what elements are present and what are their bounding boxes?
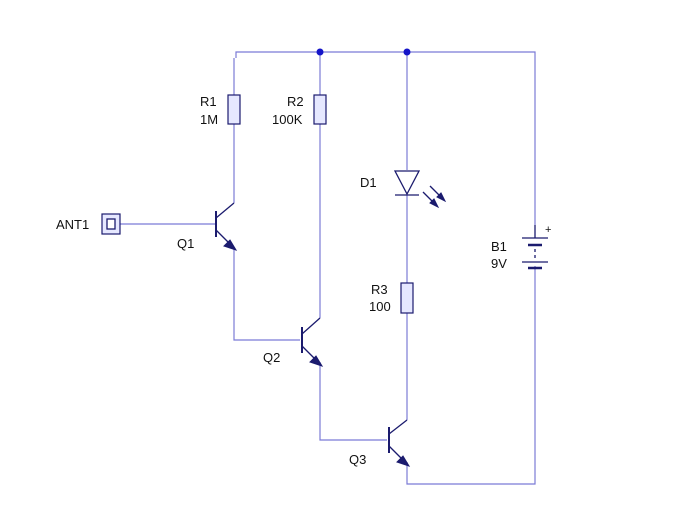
resistor-body [227, 94, 241, 125]
transistor-collector [388, 419, 408, 435]
wires [120, 51, 536, 485]
wire-top-rail [235, 51, 536, 225]
resistor-body [400, 282, 414, 314]
transistor-q3[interactable]: Q3 [349, 419, 411, 467]
emitter-arrow-icon [223, 239, 238, 251]
arrowhead-icon [429, 198, 440, 209]
d1-ref-label: D1 [360, 175, 377, 190]
transistor-collector [301, 317, 321, 335]
q2-ref-label: Q2 [263, 350, 280, 365]
emitter-arrow-icon [396, 455, 411, 467]
r3-ref-label: R3 [371, 282, 388, 297]
led-d1[interactable]: D1 [360, 170, 447, 209]
wire-q2-emitter-to-q3-base [319, 362, 387, 441]
resistor-r1[interactable]: R1 1M [200, 94, 241, 127]
wire-bottom-return [406, 266, 536, 485]
ant1-ref-label: ANT1 [56, 217, 89, 232]
battery-polarity-plus: + [545, 224, 551, 236]
wire-q1-emitter-to-q2-base [233, 248, 300, 341]
r2-value-label: 100K [272, 112, 303, 127]
r2-ref-label: R2 [287, 94, 304, 109]
diode-triangle-icon [393, 170, 421, 196]
junction-dot [403, 48, 411, 56]
b1-value-label: 9V [491, 256, 507, 271]
antenna-ant1[interactable]: ANT1 [56, 213, 121, 235]
arrowhead-icon [436, 192, 447, 203]
r3-value-label: 100 [369, 299, 391, 314]
junction-dot [316, 48, 324, 56]
resistor-body [313, 94, 327, 125]
resistor-r3[interactable]: R3 100 [369, 282, 414, 314]
q3-ref-label: Q3 [349, 452, 366, 467]
r1-value-label: 1M [200, 112, 218, 127]
antenna-terminal-inner [106, 218, 116, 230]
battery-b1[interactable]: + B1 9V [491, 224, 551, 271]
b1-ref-label: B1 [491, 239, 507, 254]
q1-ref-label: Q1 [177, 236, 194, 251]
transistor-q2[interactable]: Q2 [263, 317, 324, 367]
r1-ref-label: R1 [200, 94, 217, 109]
emitter-arrow-icon [309, 355, 324, 367]
transistor-q1[interactable]: Q1 [177, 202, 238, 251]
resistor-r2[interactable]: R2 100K [272, 94, 327, 127]
transistor-collector [215, 202, 235, 219]
